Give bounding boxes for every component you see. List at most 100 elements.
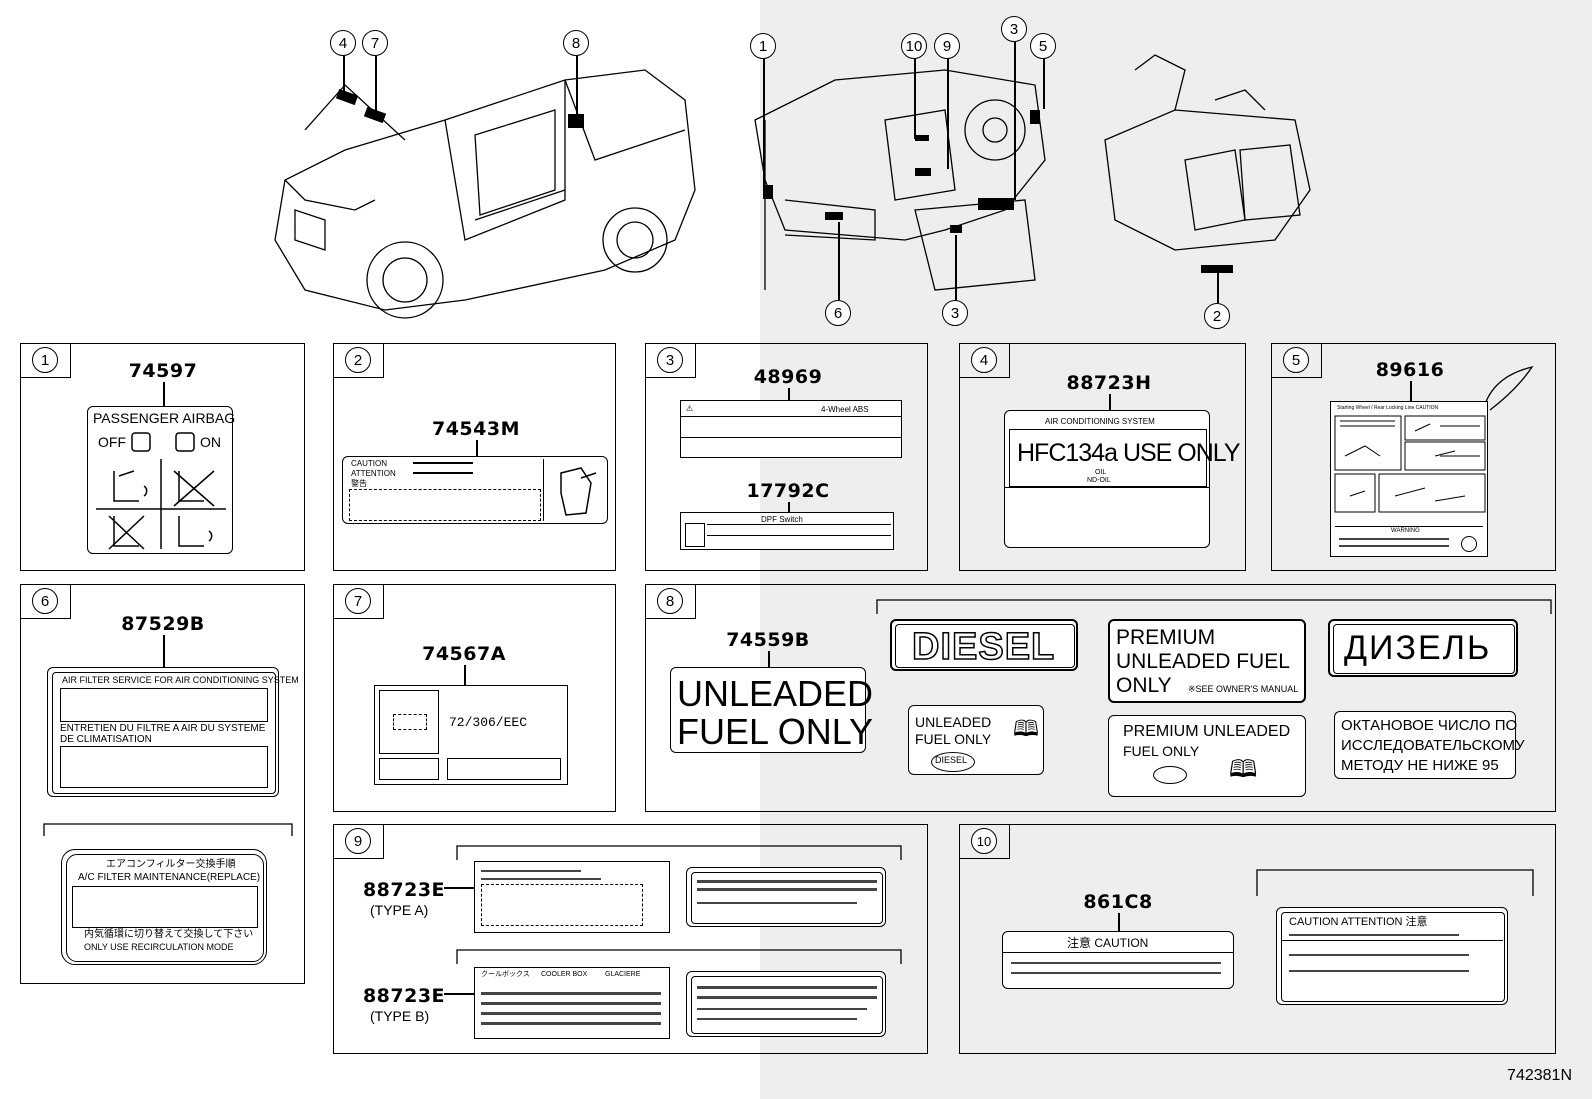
part-number: 88723H xyxy=(1066,372,1152,394)
panel-number: 9 xyxy=(345,828,371,854)
text-line xyxy=(697,880,877,883)
text-line xyxy=(1289,970,1469,972)
panel-8: 8 74559B UNLEADED FUEL ONLY DIESEL PREMI… xyxy=(645,584,1556,812)
part-number: 74567A xyxy=(422,643,506,665)
text-line xyxy=(697,1018,857,1020)
warning-text: WARNING xyxy=(1391,528,1420,534)
text-line xyxy=(1339,545,1449,547)
attention-text: ATTENTION xyxy=(351,469,396,478)
bracket-line xyxy=(456,949,902,964)
airbag-seat-icons xyxy=(96,432,226,550)
panel-tab xyxy=(960,344,1010,378)
bracket-line xyxy=(43,823,293,836)
abs-text: 4-Wheel ABS xyxy=(821,405,869,414)
caution-label: CAUTION ATTENTION 警告 xyxy=(342,456,608,524)
on-text: ON xyxy=(200,434,221,450)
divider xyxy=(1005,487,1209,488)
panel-1: 1 74597 PASSENGER AIRBAG OFF ON xyxy=(20,343,305,571)
small-unleaded-text: UNLEADED xyxy=(915,714,992,730)
premium-text: PREMIUM xyxy=(1116,626,1216,649)
manual-book-icon: 🕮 xyxy=(1013,716,1039,741)
leader-line xyxy=(768,651,770,667)
text-block xyxy=(481,884,643,926)
text-line xyxy=(481,1002,661,1005)
leader-line xyxy=(163,382,165,406)
inner-border xyxy=(1333,624,1515,674)
text-line xyxy=(413,472,473,474)
octane-line-1: ОКТАНОВОЕ ЧИСЛО ПО xyxy=(1341,717,1518,734)
panel-number: 1 xyxy=(32,347,58,373)
panel-tab xyxy=(646,585,696,619)
callout-4: 4 xyxy=(330,30,356,56)
callout-leader xyxy=(914,59,916,139)
panel-tab xyxy=(646,344,696,378)
instruction-grid xyxy=(72,886,258,928)
leader-line xyxy=(476,440,478,456)
part-number-a: 48969 xyxy=(753,366,823,388)
panel-number: 5 xyxy=(1283,347,1309,373)
divider xyxy=(1281,940,1503,941)
circle-icon xyxy=(1461,536,1477,552)
leader-line xyxy=(1118,913,1120,931)
rear-seats-illustration xyxy=(1104,54,1311,273)
panel-tab xyxy=(334,585,384,619)
diesel-label: DIESEL xyxy=(890,619,1078,671)
leader-line xyxy=(1410,381,1412,401)
cooler-box-en: COOLER BOX xyxy=(541,971,588,978)
text-box xyxy=(60,746,268,788)
panel-tab xyxy=(334,825,384,859)
text-line xyxy=(1011,962,1221,964)
leader-line xyxy=(788,388,790,400)
panel-5: 5 89616 Starting Wheel / Rear Locking Li… xyxy=(1271,343,1556,571)
premium-unleaded-label: PREMIUM UNLEADED FUEL ONLY ※SEE OWNER'S … xyxy=(1108,619,1306,703)
seat-fold-instructions xyxy=(1334,415,1486,513)
tag-header: Starting Wheel / Rear Locking Line CAUTI… xyxy=(1337,405,1439,411)
oil-text: OIL xyxy=(1095,469,1107,476)
filter-title-en: AIR FILTER SERVICE FOR AIR CONDITIONING … xyxy=(62,675,299,685)
callout-leader xyxy=(343,56,345,96)
panel-10: 10 861C8 注意 CAUTION CAUTION ATTENTION 注意 xyxy=(959,824,1556,1054)
text-box xyxy=(447,758,561,780)
divider xyxy=(681,437,901,438)
text-line xyxy=(481,1012,661,1015)
off-text: OFF xyxy=(98,434,126,450)
panel-tab xyxy=(21,344,71,378)
type-a-label-left xyxy=(474,861,670,933)
text-line xyxy=(413,462,473,464)
ac-inner-box xyxy=(1009,429,1207,487)
divider xyxy=(707,535,891,536)
only-text: ONLY xyxy=(1116,674,1172,697)
panel-6: 6 87529B AIR FILTER SERVICE FOR AIR COND… xyxy=(20,584,305,984)
text-line xyxy=(697,888,877,891)
text-line xyxy=(481,878,601,880)
unleaded-fuel-text: UNLEADED FUEL xyxy=(1116,650,1290,673)
child-seat-icon xyxy=(560,467,597,516)
panel-tab xyxy=(334,344,384,378)
diesel-badge xyxy=(931,752,975,772)
unleaded-text: UNLEADED xyxy=(677,673,874,714)
panel-tab xyxy=(960,825,1010,859)
part-number: 87529B xyxy=(121,613,205,635)
divider xyxy=(681,416,901,417)
diesel-text: DIESEL xyxy=(911,626,1056,668)
recirculation-text: ONLY USE RECIRCULATION MODE xyxy=(84,942,234,952)
unleaded-fuel-label: UNLEADED FUEL ONLY xyxy=(670,667,873,753)
callout-leader xyxy=(1014,42,1016,200)
leader-line xyxy=(444,993,474,995)
abs-label: ⚠ 4-Wheel ABS xyxy=(680,400,902,458)
panel-number: 6 xyxy=(32,588,58,614)
vehicle-exterior-illustration xyxy=(274,69,696,319)
callout-8: 8 xyxy=(563,30,589,56)
text-line xyxy=(1011,972,1221,974)
filter-title-fr-2: DE CLIMATISATION xyxy=(60,734,152,745)
warning-symbol: ⚠ xyxy=(686,404,694,413)
divider xyxy=(1003,952,1233,953)
premium-unleaded-text: PREMIUM UNLEADED xyxy=(1123,723,1291,740)
part-number: 74543M xyxy=(431,418,521,440)
leader-line xyxy=(444,887,474,889)
part-number-b: 88723E xyxy=(362,985,446,1007)
text-line xyxy=(697,1008,867,1010)
seat-folding-tag: Starting Wheel / Rear Locking Line CAUTI… xyxy=(1330,401,1488,557)
russian-diesel-text: ДИЗЕЛЬ xyxy=(1344,629,1492,667)
callout-leader xyxy=(955,235,957,300)
